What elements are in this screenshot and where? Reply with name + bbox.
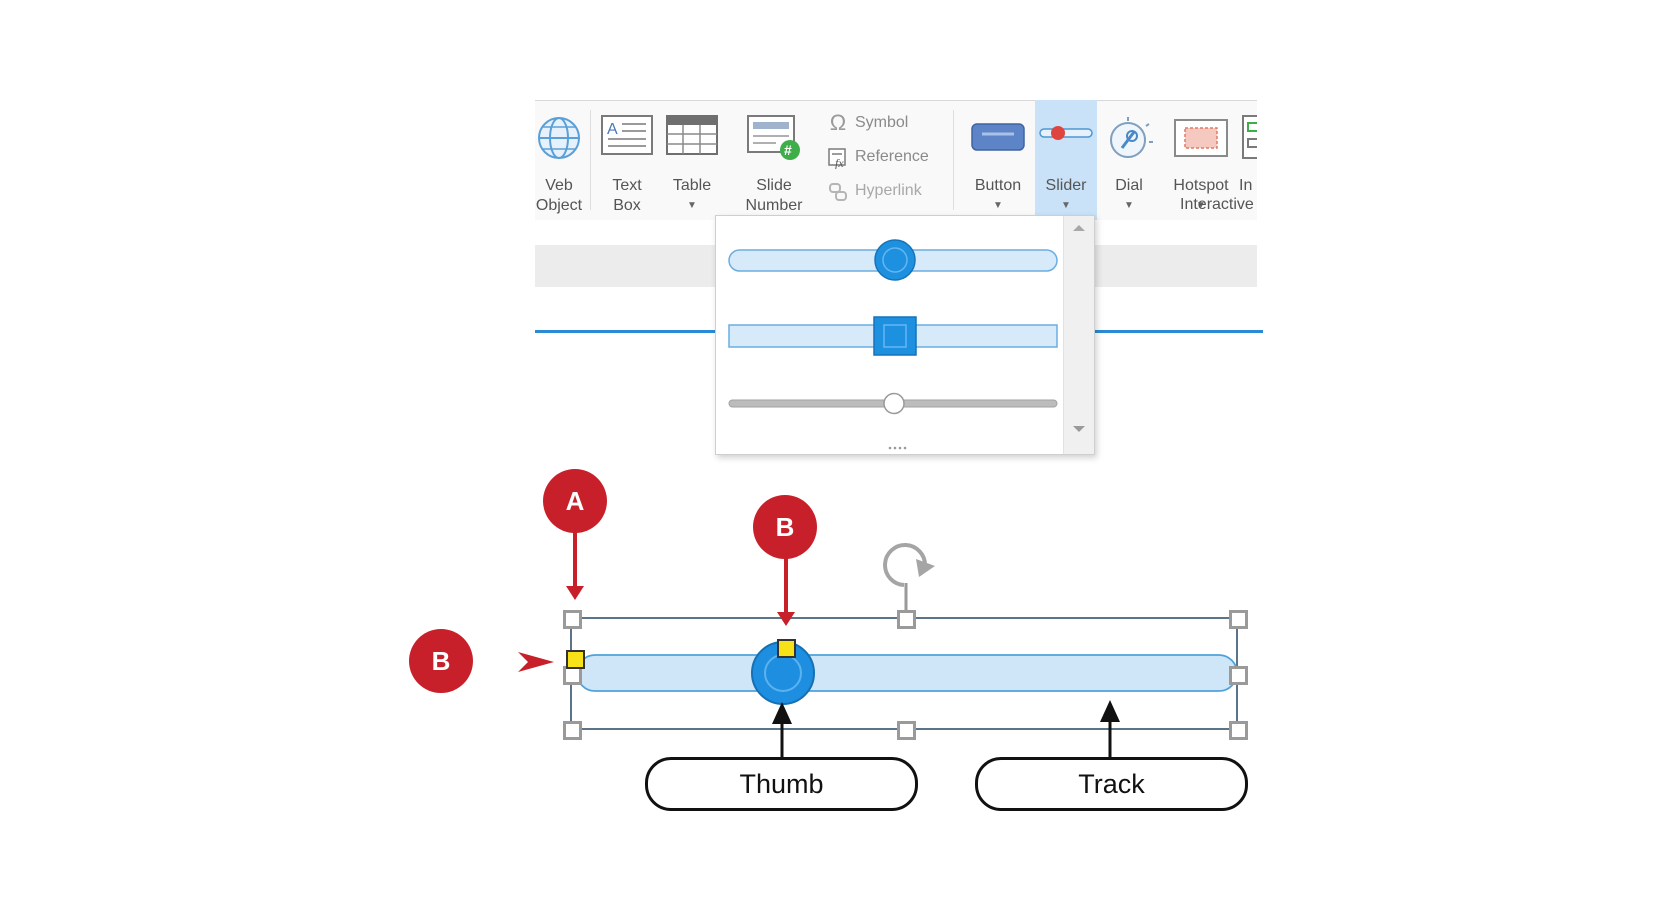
hotspot-button[interactable]: Hotspot ▼ <box>1163 106 1239 211</box>
dial-dropdown-arrow[interactable]: ▼ <box>1124 200 1134 211</box>
slider-style-round-thumb[interactable] <box>728 239 1058 281</box>
table-dropdown-arrow[interactable]: ▼ <box>687 200 697 211</box>
gallery-resize-grip[interactable] <box>888 446 907 450</box>
ribbon-top-border <box>535 100 1257 101</box>
table-button[interactable]: Table ▼ <box>662 106 722 211</box>
slider-icon <box>1038 122 1094 150</box>
text-box-icon: A <box>600 114 654 162</box>
resize-handle-top-center[interactable] <box>897 610 916 629</box>
slider-style-thin-track[interactable] <box>728 392 1058 415</box>
slider-style-gallery <box>715 215 1095 455</box>
svg-text:A: A <box>607 121 618 138</box>
slide-number-button[interactable]: # Slide Number <box>735 106 813 214</box>
hyperlink-button[interactable]: Hyperlink <box>827 178 922 204</box>
reference-icon: fx <box>827 147 849 170</box>
dial-label: Dial <box>1115 177 1143 194</box>
omega-icon: Ω <box>829 109 847 135</box>
slide-number-label-line1: Slide <box>756 177 792 194</box>
input-icon <box>1241 114 1257 166</box>
badge-a: A <box>543 469 607 533</box>
table-label: Table <box>672 177 712 194</box>
thumb-callout: Thumb <box>645 757 918 811</box>
svg-text:#: # <box>784 142 792 158</box>
button-dropdown-arrow[interactable]: ▼ <box>993 200 1003 211</box>
thumb-adjust-handle[interactable] <box>777 639 796 658</box>
resize-handle-bottom-right[interactable] <box>1229 721 1248 740</box>
web-object-label-line2: Object <box>535 197 583 214</box>
dial-icon <box>1104 114 1154 166</box>
gallery-scrollbar[interactable] <box>1063 216 1094 454</box>
hyperlink-label: Hyperlink <box>855 182 922 199</box>
slider-dropdown-arrow[interactable]: ▼ <box>1061 200 1071 211</box>
badge-b-left: B <box>409 629 473 693</box>
resize-handle-middle-right[interactable] <box>1229 666 1248 685</box>
input-label: In <box>1239 177 1253 194</box>
hotspot-icon <box>1173 118 1229 164</box>
ribbon: Veb Object A Text Box <box>535 100 1257 220</box>
slide-number-icon: # <box>746 114 802 168</box>
text-box-button[interactable]: A Text Box <box>597 106 657 214</box>
scroll-down-icon <box>1073 426 1085 432</box>
text-box-label-line2: Box <box>613 197 641 214</box>
ribbon-separator <box>590 110 591 210</box>
symbol-label: Symbol <box>855 114 909 131</box>
web-object-label-line1: Veb <box>545 177 573 194</box>
web-object-button[interactable]: Veb Object <box>535 106 589 214</box>
hotspot-dropdown-arrow[interactable]: ▼ <box>1196 200 1206 211</box>
slider-label: Slider <box>1045 177 1087 194</box>
resize-handle-bottom-left[interactable] <box>563 721 582 740</box>
button-shape-icon <box>970 120 1026 160</box>
rotate-handle-icon <box>883 543 935 618</box>
resize-handle-top-right[interactable] <box>1229 610 1248 629</box>
slide-number-label-line2: Number <box>745 197 803 214</box>
button-label: Button <box>974 177 1022 194</box>
text-box-label-line1: Text <box>612 177 642 194</box>
ribbon-separator <box>953 110 954 210</box>
scroll-up-icon <box>1073 225 1085 231</box>
globe-icon <box>535 114 583 168</box>
slider-track <box>576 654 1238 692</box>
slider-style-square-thumb[interactable] <box>728 316 1058 356</box>
reference-label: Reference <box>855 148 929 165</box>
interactive-group-label: Interactive <box>1180 196 1254 213</box>
track-adjust-handle[interactable] <box>566 650 585 669</box>
hyperlink-icon <box>827 181 849 201</box>
hotspot-label: Hotspot <box>1173 177 1229 194</box>
dial-button[interactable]: Dial ▼ <box>1101 106 1157 211</box>
resize-handle-top-left[interactable] <box>563 610 582 629</box>
resize-handle-bottom-center[interactable] <box>897 721 916 740</box>
slider-button[interactable]: Slider ▼ <box>1035 100 1097 220</box>
button-control-button[interactable]: Button ▼ <box>965 106 1031 211</box>
table-icon <box>665 114 719 162</box>
svg-text:fx: fx <box>835 156 844 169</box>
reference-button[interactable]: fx Reference <box>827 144 929 170</box>
badge-b-top: B <box>753 495 817 559</box>
track-callout: Track <box>975 757 1248 811</box>
arrow-b-left <box>518 652 554 672</box>
symbol-button[interactable]: Ω Symbol <box>827 109 909 136</box>
input-button[interactable]: In <box>1237 106 1257 206</box>
